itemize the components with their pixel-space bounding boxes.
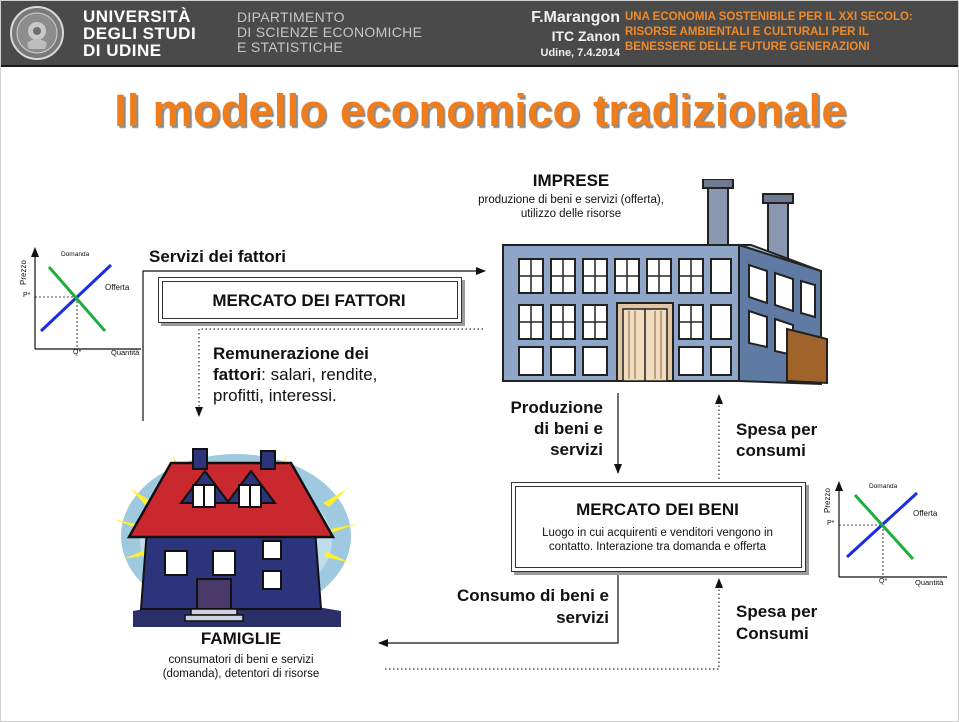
supply-demand-plot-right (835, 481, 947, 578)
demand-line (853, 493, 915, 561)
place-date: Udine, 7.4.2014 (540, 47, 621, 59)
produzione-line-3: servizi (550, 440, 603, 459)
arrow-servizi-fattori (142, 267, 486, 421)
supply-demand-chart-right: Prezzo Domanda Offerta P* Q* Quantità (823, 479, 951, 591)
spesa-consumi-top-line-2: consumi (736, 441, 806, 460)
remunerazione-bold-1: Remunerazione dei (213, 344, 369, 363)
page-title: Il modello economico tradizionale (114, 85, 847, 136)
label-demand: Domanda (61, 251, 90, 258)
label-p-star: P* (23, 292, 31, 299)
label-supply: Offerta (913, 509, 938, 518)
house-illustration (113, 448, 359, 627)
conference-line-3: BENESSERE DELLE FUTURE GENERAZIONI (625, 41, 870, 53)
remunerazione-rest-1: : salari, rendite, (261, 365, 378, 384)
mercato-beni-desc-line-2: contatto. Interazione tra domanda e offe… (548, 541, 767, 553)
university-name-line-1: UNIVERSITÀ (83, 7, 191, 26)
arrow-remunerazione (195, 328, 483, 417)
department-line-2: DI SCIENZE ECONOMICHE (237, 24, 423, 40)
famiglie-desc-line-1: consumatori di beni e servizi (168, 654, 314, 666)
factory-illustration (502, 179, 828, 386)
label-q-star: Q* (879, 578, 888, 585)
axis-label-price: Prezzo (823, 488, 832, 513)
consumo-line-1: Consumo di beni e (456, 586, 609, 605)
axis-label-price: Prezzo (19, 260, 28, 285)
school-name: ITC Zanon (551, 28, 620, 44)
y-axis-arrow-icon (835, 481, 843, 491)
mercato-fattori-label: MERCATO DEI FATTORI (212, 291, 406, 310)
label-p-star: P* (827, 520, 835, 527)
label-supply: Offerta (105, 283, 130, 292)
remunerazione-line-1: Remunerazione dei (213, 343, 369, 364)
department-line-3: E STATISTICHE (237, 39, 344, 55)
famiglie-desc-line-2: (domanda), detentori di risorse (162, 668, 320, 680)
spesa-consumi-bottom-line-1: Spesa per (736, 602, 818, 621)
label-q-star: Q* (73, 349, 82, 356)
remunerazione-line-2: fattori: salari, rendite, (213, 364, 377, 385)
arrow-consumo (378, 573, 619, 647)
produzione-line-2: di beni e (534, 419, 603, 438)
spesa-consumi-bottom-line-2: Consumi (736, 624, 809, 643)
university-name-line-3: DI UDINE (83, 41, 162, 60)
header-divider (1, 65, 958, 67)
imprese-desc-line-1: produzione di beni e servizi (offerta), (478, 194, 664, 206)
demand-line (47, 266, 107, 332)
axis-label-quantity: Quantità (915, 578, 944, 587)
mercato-beni-desc-line-1: Luogo in cui acquirenti e venditori veng… (542, 527, 773, 539)
author-name: F.Marangon (531, 9, 620, 26)
axis-label-quantity: Quantità (111, 348, 140, 357)
servizi-fattori-label: Servizi dei fattori (149, 247, 286, 266)
remunerazione-bold-2: fattori (213, 365, 262, 384)
header-bar: UNIVERSITÀ DEGLI STUDI DI UDINE DIPARTIM… (1, 1, 958, 67)
label-demand: Domanda (869, 483, 898, 490)
supply-demand-chart-left: Prezzo Domanda Offerta P* Q* Quantità (19, 245, 144, 357)
remunerazione-line-3: profitti, interessi. (213, 386, 337, 405)
conference-line-2: RISORSE AMBIENTALI E CULTURALI PER IL (625, 26, 869, 38)
y-axis-arrow-icon (31, 247, 39, 257)
spesa-consumi-top-line-1: Spesa per (736, 420, 818, 439)
imprese-heading: IMPRESE (532, 171, 610, 190)
mercato-beni-box: MERCATO DEI BENI Luogo in cui acquirenti… (511, 482, 806, 572)
university-name-line-2: DEGLI STUDI (83, 24, 197, 43)
produzione-line-1: Produzione (510, 398, 603, 417)
consumo-line-2: servizi (556, 608, 609, 627)
mercato-beni-label: MERCATO DEI BENI (576, 500, 739, 519)
supply-demand-plot-left (31, 247, 141, 350)
university-seal-icon (10, 6, 64, 60)
imprese-desc-line-2: utilizzo delle risorse (520, 208, 622, 220)
department-line-1: DIPARTIMENTO (237, 9, 345, 25)
conference-line-1: UNA ECONOMIA SOSTENIBILE PER IL XXI SECO… (625, 11, 913, 23)
famiglie-heading: FAMIGLIE (200, 629, 282, 648)
mercato-fattori-box: MERCATO DEI FATTORI (158, 277, 462, 323)
